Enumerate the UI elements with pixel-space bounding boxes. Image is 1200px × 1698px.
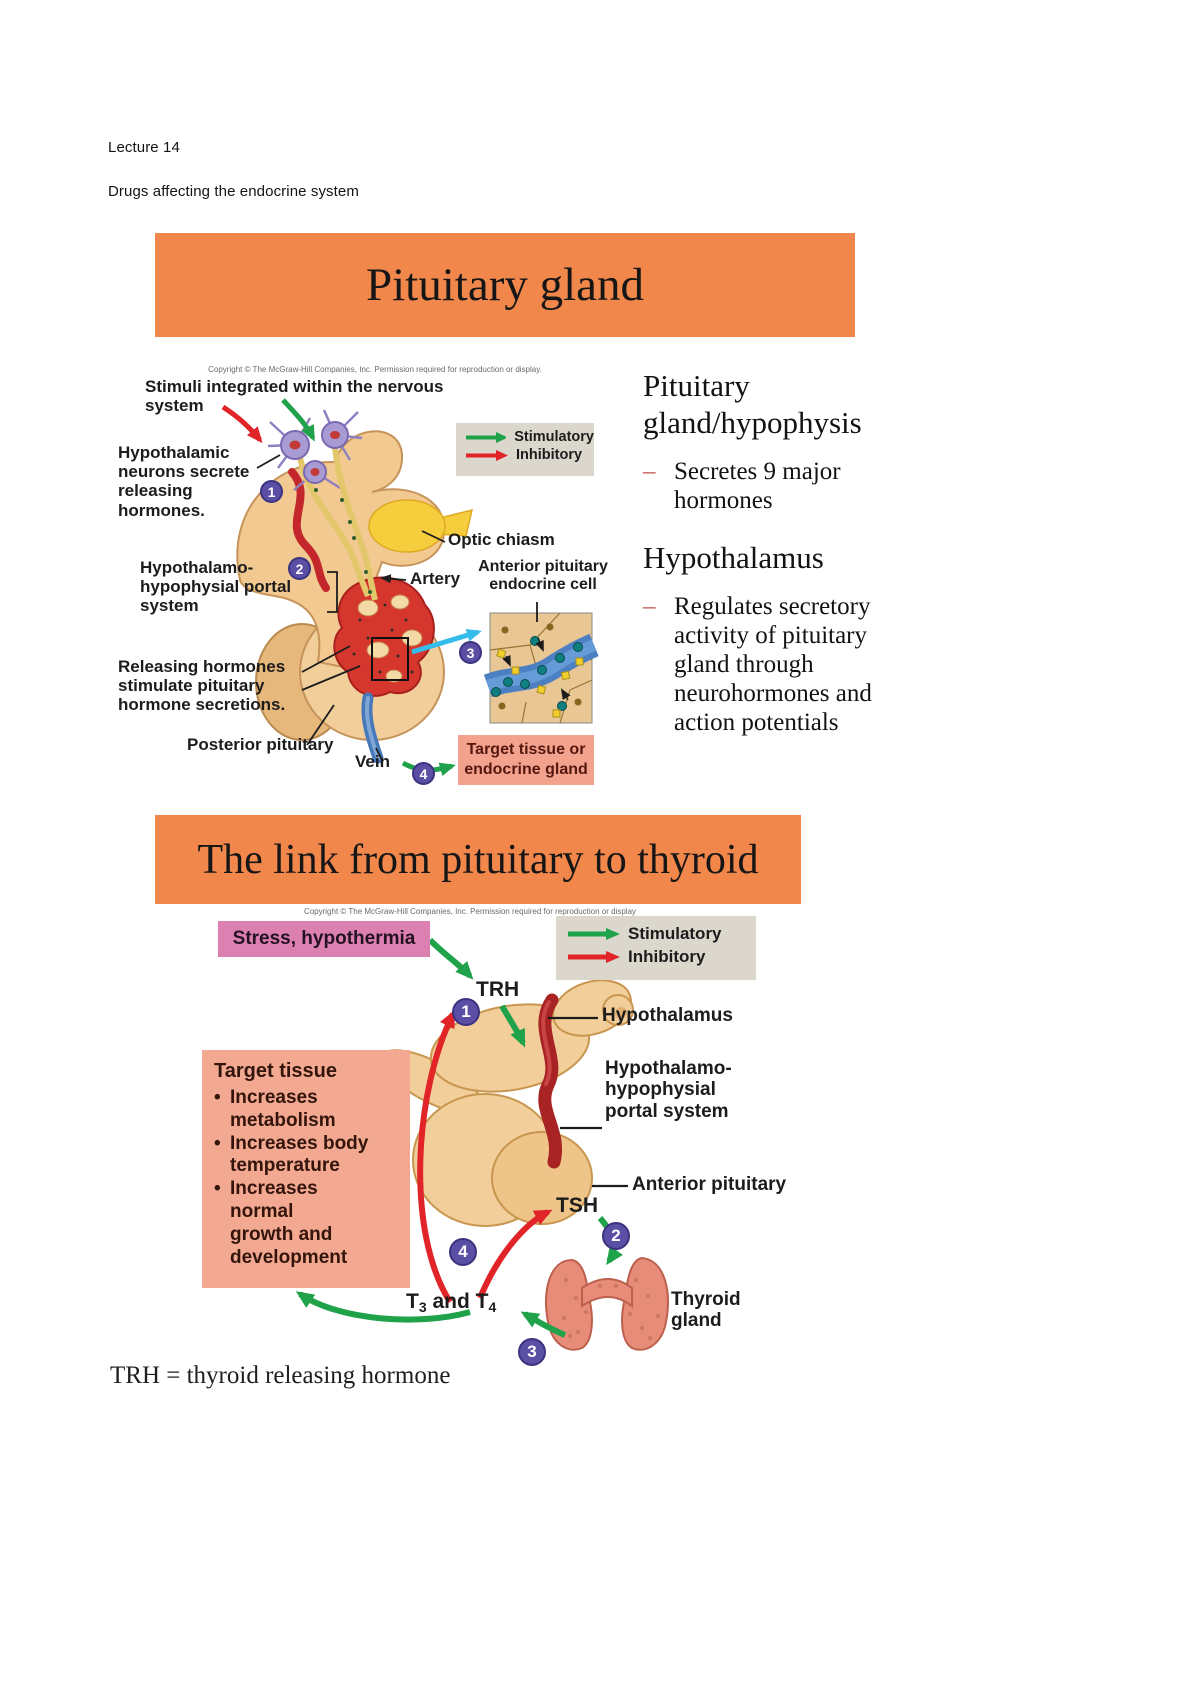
label-hypothalamus2: Hypothalamus [602,1005,733,1026]
label-thyroid-gland: Thyroid gland [671,1289,741,1332]
label-artery: Artery [410,569,461,588]
endocrine-cell-inset [483,612,599,724]
trh-footnote: TRH = thyroid releasing hormone [110,1362,451,1389]
label-portal-system: Hypothalamo-hypophysial portal system [140,558,292,616]
target-tissue-endocrine-gland-box: Target tissue or endocrine gland [458,735,594,785]
slide1-copyright: Copyright © The McGraw-Hill Companies, I… [208,365,542,374]
sidebar-heading-hypothalamus: Hypothalamus [643,540,824,575]
stress-hypothermia-box: Stress, hypothermia [218,921,430,957]
step-circle-2: 2 [288,557,311,580]
lecture-number: Lecture 14 [108,139,180,156]
slide1-legend: Stimulatory Inhibitory [456,423,594,476]
label-anterior-pituitary: Anterior pituitary [632,1174,787,1195]
legend-stimulatory-label: Stimulatory [514,429,594,445]
pituitary-gland-illustration [221,398,599,777]
slide1-title-banner: Pituitary gland [155,233,855,337]
legend-stimulatory-label: Stimulatory [628,924,722,943]
artery-vessel [288,468,330,592]
step-circle-1: 1 [452,998,480,1026]
sidebar-bullet-regulates: Regulates secretory activity of pituitar… [674,593,872,736]
label-hypothalamic-neurons: Hypothalamic neurons secrete releasing h… [118,443,250,520]
optic-chiasm-shape [368,499,474,553]
legend-inhibitory-label: Inhibitory [516,447,583,463]
stimulatory-arrow-to-neurons [281,398,316,442]
zoom-arrow [411,628,482,655]
label-portal-system2: Hypothalamo-hypophysial portal system [605,1058,732,1122]
lecture-title: Drugs affecting the endocrine system [108,183,359,200]
stimulatory-arrow-icon [568,928,620,940]
slide2-copyright: Copyright © The McGraw-Hill Companies, I… [303,907,637,916]
slide2-title: The link from pituitary to thyroid [197,836,759,883]
slide1-text-column: Pituitary gland/hypophysis – Secretes 9 … [643,367,928,737]
target-tissue-box: Target tissue • Increases metabolism • I… [202,1050,410,1288]
label-posterior-pituitary: Posterior pituitary [187,735,334,754]
capillary-zoom-box [371,637,409,681]
label-t3-and-t4: T3 and T4 [406,1290,497,1315]
slide2-legend: Stimulatory Inhibitory [556,916,756,980]
label-stimuli: Stimuli integrated within the nervous sy… [145,377,444,416]
leader-lines [256,454,538,761]
label-optic-chiasm: Optic chiasm [448,530,555,549]
target-tissue-bullet-2: • Increases body temperature [214,1132,369,1177]
slide2-title-banner: The link from pituitary to thyroid [155,815,801,904]
inhibitory-arrow-to-neurons [221,404,263,444]
step-circle-1: 1 [260,480,283,503]
label-trh: TRH [476,978,520,1001]
step-circle-4: 4 [412,762,435,785]
sidebar-bullet-secretes: Secretes 9 major hormones [674,458,841,514]
inhibitory-arrows [417,1009,553,1304]
leader-lines2 [548,1016,628,1188]
step-circle-4: 4 [449,1238,477,1266]
target-tissue-bullet-3: • Increases normal growth and developmen… [214,1178,348,1268]
label-endocrine-cell: Anterior pituitary endocrine cell [478,558,608,594]
step-circle-3: 3 [518,1338,546,1366]
step-circle-3: 3 [459,641,482,664]
stimulatory-arrow-icon [466,431,507,443]
sidebar-heading-pituitary: Pituitary gland/hypophysis [643,368,862,440]
pituitary-thyroid-link-illustration [295,937,669,1351]
capillary-network [333,576,435,697]
label-tsh: TSH [556,1194,598,1217]
slide1-title: Pituitary gland [365,259,645,311]
target-tissue-bullet-1: • Increases metabolism [214,1087,336,1131]
bullet-dash: – [643,458,656,485]
label-releasing-hormones: Releasing hormones stimulate pituitary h… [118,657,286,715]
bullet-dash: – [643,593,656,620]
inhibitory-arrow-icon [466,449,508,461]
thyroid-gland-shape [545,1256,669,1351]
target-tissue-title: Target tissue [214,1060,337,1082]
legend-inhibitory-label: Inhibitory [628,947,706,966]
inhibitory-arrow-icon [568,951,620,963]
axon-bundle [297,457,371,598]
label-vein: Vein [355,752,390,771]
step-circle-2: 2 [602,1222,630,1250]
